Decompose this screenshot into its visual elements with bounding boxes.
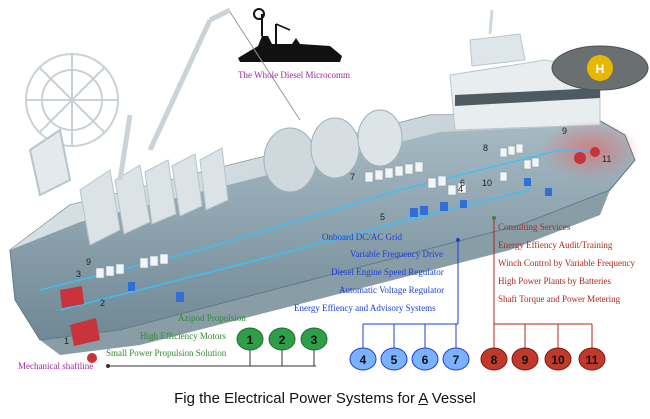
blue-anchor-dot <box>456 238 460 242</box>
figure-caption: Fig the Electrical Power Systems for A V… <box>0 390 650 407</box>
blue-label-advisory-systems: Energy Effiency and Advisory Systems <box>294 303 436 313</box>
green-marker-1: 1 <box>247 333 254 347</box>
callout-4: 4 <box>458 184 463 194</box>
blue-markers: 4 5 6 7 <box>349 347 470 371</box>
red-label-battery-plants: High Power Plants by Batteries <box>498 276 611 286</box>
winch-wheel <box>25 53 119 197</box>
green-marker-3: 3 <box>311 333 318 347</box>
cable-drums <box>263 109 403 193</box>
red-label-consulting: Consulting Services <box>498 222 571 232</box>
blue-marker-6: 6 <box>422 353 429 367</box>
green-label-small-power: Small Power Propulsion Solution <box>106 348 227 358</box>
mechanical-shaftline-label: Mechanical shaftline <box>18 361 94 371</box>
red-marker-11: 11 <box>586 353 599 367</box>
caption-text-end: Vessel <box>427 390 476 407</box>
callout-6: 6 <box>460 178 465 188</box>
ship-callouts: 1 2 3 4 5 6 7 8 9 9 10 11 <box>64 126 611 346</box>
green-leader-lines <box>108 350 316 367</box>
green-label-motors: High Efficiency Motors <box>140 331 226 341</box>
callout-2: 2 <box>100 298 105 308</box>
callout-7: 7 <box>350 172 355 182</box>
callout-9-left: 9 <box>86 257 91 267</box>
blue-marker-5: 5 <box>391 353 398 367</box>
helipad: H <box>551 45 649 91</box>
green-markers: 1 2 3 <box>236 327 328 351</box>
red-marker-8: 8 <box>491 353 498 367</box>
blue-marker-4: 4 <box>360 353 367 367</box>
diagram-title: The Whole Diesel Microcomm <box>238 70 351 80</box>
red-markers: 8 9 10 11 <box>480 347 606 371</box>
green-marker-2: 2 <box>279 333 286 347</box>
red-label-audit-training: Energy Effiency Audit/Training <box>498 240 613 250</box>
red-label-shaft-metering: Shaft Torque and Power Metering <box>498 294 621 304</box>
red-leader-lines <box>493 218 593 348</box>
callout-10: 10 <box>482 178 492 188</box>
blue-motor-units <box>128 178 552 302</box>
red-marker-10: 10 <box>551 353 565 367</box>
callout-9-right: 9 <box>562 126 567 136</box>
callout-3: 3 <box>76 269 81 279</box>
blue-label-voltage-regulator: Automatic Voltage Regulator <box>339 285 445 295</box>
crane-structures <box>117 7 232 181</box>
deck-frames <box>79 147 229 246</box>
callout-1: 1 <box>64 336 69 346</box>
red-label-winch-control: Winch Control by Variable Frequency <box>498 258 635 268</box>
green-label-azipod: Azipod Propulsion <box>178 313 246 323</box>
red-drive-units <box>60 147 600 363</box>
red-marker-9: 9 <box>522 353 529 367</box>
blue-label-vfd: Variable Frequency Drive <box>350 249 443 259</box>
electrical-equipment <box>95 143 540 279</box>
caption-text-start: Fig the Electrical Power Systems for <box>174 390 419 407</box>
green-anchor-dot <box>106 364 110 368</box>
callout-8: 8 <box>483 143 488 153</box>
red-anchor-dot <box>492 216 496 220</box>
blue-leader-lines <box>362 240 459 348</box>
blue-label-dc-ac-grid: Onboard DC/AC Grid <box>322 232 402 242</box>
blue-marker-7: 7 <box>453 353 460 367</box>
blue-label-speed-regulator: Diesel Engine Speed Regulator <box>331 267 444 277</box>
diesel-ship-silhouette-icon <box>238 8 342 62</box>
callout-5: 5 <box>380 212 385 222</box>
caption-underlined: A <box>418 390 428 407</box>
helipad-h-label: H <box>596 62 605 76</box>
callout-11: 11 <box>602 154 611 164</box>
